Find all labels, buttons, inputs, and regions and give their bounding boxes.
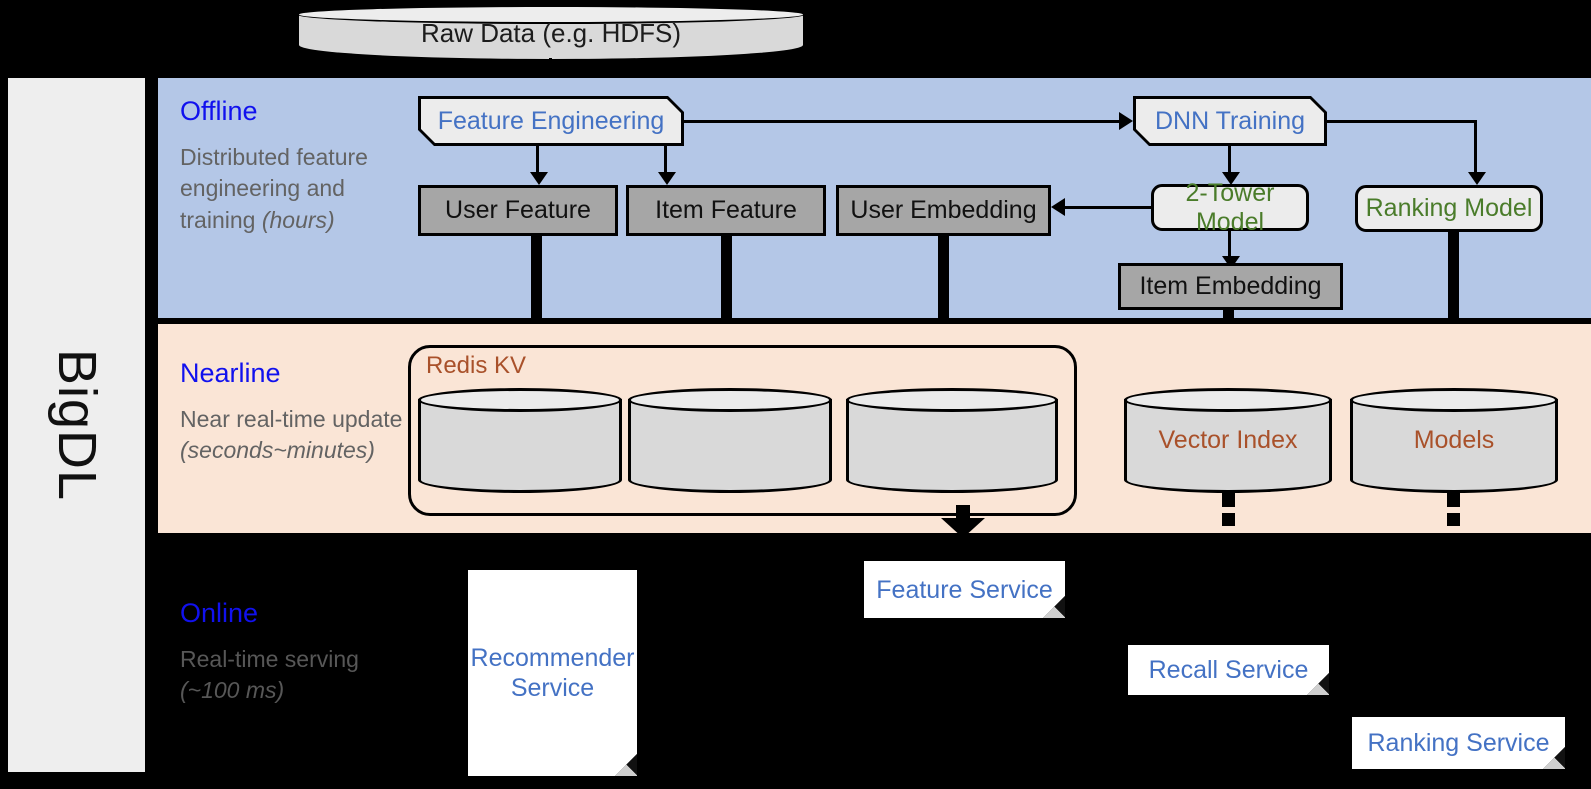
- recall-service-node[interactable]: Recall Service: [1128, 645, 1329, 695]
- kv-store-1-body: [418, 399, 622, 493]
- two-tower-model-node[interactable]: 2-Tower Model: [1151, 179, 1309, 236]
- models-top: [1350, 388, 1558, 412]
- connector-dnn-to-ranking-h: [1327, 120, 1477, 123]
- nearline-subtitle-italic: (seconds~minutes): [180, 437, 375, 464]
- redis-kv-container[interactable]: [408, 345, 1077, 516]
- ranking-service-paper: [1352, 717, 1565, 769]
- kv-store-3-top: [846, 388, 1058, 412]
- kv-store-cylinder-2[interactable]: [628, 388, 832, 493]
- item-feature-node[interactable]: Item Feature: [626, 185, 826, 236]
- vector-index-connector-dot: [1222, 513, 1235, 526]
- two-tower-model-label: 2-Tower Model: [1185, 178, 1275, 236]
- offline-subtitle: Distributed feature engineering and trai…: [180, 142, 385, 236]
- recommender-service-label: Recommender Service: [470, 644, 635, 702]
- vector-index-top: [1124, 388, 1332, 412]
- dnn-training-node[interactable]: DNN Training: [1133, 96, 1327, 146]
- kv-store-2-label: [628, 388, 832, 493]
- user-feature-label: User Feature: [445, 196, 591, 224]
- arrowhead-fe-to-dnn: [1119, 112, 1133, 130]
- feature-engineering-node[interactable]: Feature Engineering: [418, 96, 684, 146]
- arrowhead-rawdata-to-fe: [527, 60, 571, 80]
- feature-service-paper: [864, 561, 1065, 618]
- flow-itemfeature-to-kv: [721, 236, 732, 381]
- kv-store-3-body: [846, 399, 1058, 493]
- kv-store-cylinder-1[interactable]: [418, 388, 622, 493]
- ranking-service-label: Ranking Service: [1367, 729, 1550, 757]
- offline-subtitle-main: Distributed feature engineering and trai…: [180, 144, 368, 233]
- nearline-subtitle: Near real-time update (seconds~minutes): [180, 404, 405, 467]
- online-title: Online: [180, 598, 259, 628]
- vector-index-connector-stub: [1222, 490, 1235, 507]
- arrowhead-fe-to-userfeature: [530, 172, 548, 185]
- bigdl-label: BigDL: [46, 348, 107, 502]
- arrowhead-kv-to-featureservice: [941, 518, 985, 538]
- flow-userembedding-to-kv: [938, 236, 949, 381]
- user-feature-node[interactable]: User Feature: [418, 185, 618, 236]
- online-subtitle-italic: (~100 ms): [180, 677, 285, 704]
- models-connector-dot: [1447, 513, 1460, 526]
- connector-fe-to-itemfeature: [664, 146, 667, 176]
- connector-twotower-to-itemembedding: [1228, 231, 1231, 261]
- raw-data-cylinder-top: [297, 5, 805, 24]
- ranking-model-node[interactable]: Ranking Model: [1355, 185, 1543, 232]
- recall-service-paper: [1128, 645, 1329, 695]
- online-subtitle: Real-time serving (~100 ms): [180, 644, 370, 707]
- recall-service-label: Recall Service: [1148, 656, 1309, 684]
- redis-kv-label: Redis KV: [426, 352, 527, 379]
- item-embedding-node[interactable]: Item Embedding: [1118, 263, 1343, 310]
- arrowhead-dnn-to-ranking: [1468, 172, 1486, 185]
- connector-fe-to-dnn: [684, 120, 1119, 123]
- models-body: [1350, 399, 1558, 493]
- dnn-training-label: DNN Training: [1136, 99, 1324, 143]
- nearline-title: Nearline: [180, 358, 281, 388]
- user-embedding-node[interactable]: User Embedding: [836, 185, 1051, 236]
- kv-store-2-top: [628, 388, 832, 412]
- raw-data-cylinder: Raw Data (e.g. HDFS): [297, 5, 805, 61]
- kv-store-1-top: [418, 388, 622, 412]
- vector-index-label: Vector Index: [1158, 426, 1298, 454]
- arrowhead-fe-to-itemfeature: [658, 172, 676, 185]
- flow-userfeature-to-kv: [531, 236, 542, 381]
- online-subtitle-main: Real-time serving: [180, 646, 359, 672]
- nearline-subtitle-main: Near real-time update: [180, 406, 403, 432]
- kv-store-3-label: [846, 388, 1058, 493]
- item-feature-label: Item Feature: [655, 196, 797, 224]
- offline-subtitle-italic: (hours): [261, 206, 335, 233]
- connector-dnn-to-ranking-v: [1474, 120, 1477, 176]
- arrowhead-dnn-to-twotower: [1222, 172, 1240, 185]
- user-embedding-label: User Embedding: [850, 196, 1037, 224]
- bigdl-framework-rail: BigDL: [8, 78, 145, 772]
- raw-data-label: Raw Data (e.g. HDFS): [420, 17, 682, 48]
- item-embedding-label: Item Embedding: [1139, 272, 1322, 300]
- recommender-service-paper: [468, 570, 637, 776]
- kv-store-1-label: [418, 388, 622, 493]
- feature-service-label: Feature Service: [876, 575, 1053, 604]
- kv-store-2-body: [628, 399, 832, 493]
- feature-engineering-label: Feature Engineering: [421, 99, 681, 143]
- kv-store-cylinder-3[interactable]: [846, 388, 1058, 493]
- feature-service-node[interactable]: Feature Service: [864, 561, 1065, 618]
- arrowhead-twotower-to-userembedding: [1051, 198, 1065, 216]
- recommender-service-node[interactable]: Recommender Service: [468, 570, 637, 776]
- models-connector-stub: [1447, 490, 1460, 507]
- ranking-service-node[interactable]: Ranking Service: [1352, 717, 1565, 769]
- flow-rankingmodel-to-models: [1448, 232, 1459, 378]
- connector-fe-to-userfeature: [536, 146, 539, 176]
- connector-dnn-to-twotower: [1228, 146, 1231, 176]
- offline-title: Offline: [180, 96, 258, 126]
- connector-twotower-to-userembedding: [1064, 206, 1154, 209]
- models-cylinder[interactable]: Models: [1350, 388, 1558, 493]
- ranking-model-label: Ranking Model: [1365, 194, 1533, 222]
- vector-index-cylinder[interactable]: Vector Index: [1124, 388, 1332, 493]
- models-label: Models: [1413, 426, 1495, 454]
